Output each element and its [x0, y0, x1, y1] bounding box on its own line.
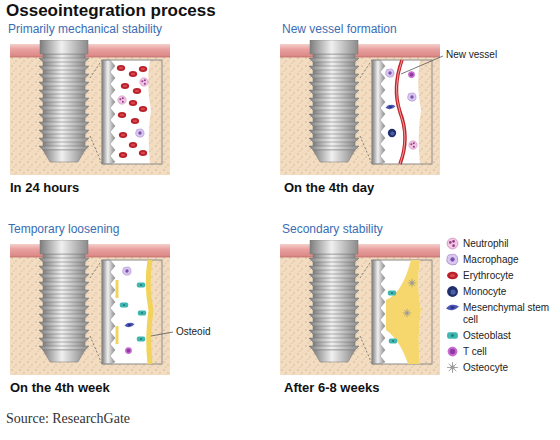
legend-row: T cell — [446, 346, 558, 358]
legend-icon — [446, 253, 459, 266]
stage-heading: Temporary loosening — [8, 222, 119, 236]
callout-label: Osteoid — [176, 326, 210, 338]
illustration-panel: Temporary loosening On the 4th week — [6, 222, 166, 398]
legend-row: Osteoblast — [446, 330, 558, 342]
time-caption: In 24 hours — [10, 180, 79, 196]
legend-row: Neutrophil — [446, 238, 558, 250]
callout-label: New vessel — [446, 49, 497, 61]
source-caption: Source: ResearchGate — [6, 411, 130, 427]
legend-text: Erythrocyte — [463, 270, 558, 282]
time-caption: On the 4th week — [10, 380, 110, 396]
legend: NeutrophilMacrophageErythrocyteMonocyteM… — [446, 238, 558, 378]
legend-row: Erythrocyte — [446, 270, 558, 282]
legend-text: Osteocyte — [463, 362, 558, 374]
legend-row: Osteocyte — [446, 362, 558, 374]
legend-text: Macrophage — [463, 254, 558, 266]
illustration-panel: Primarily mechanical stability In 24 hour… — [6, 22, 169, 198]
stage-heading: Secondary stability — [282, 222, 383, 236]
legend-icon — [446, 301, 459, 314]
legend-row: Monocyte — [446, 286, 558, 298]
legend-text: Monocyte — [463, 286, 558, 298]
legend-icon — [446, 269, 459, 282]
legend-text: T cell — [463, 346, 558, 358]
illustration-panel: New vessel formation On the 4th day — [280, 22, 440, 198]
legend-text: Osteoblast — [463, 330, 558, 342]
legend-text: Neutrophil — [463, 238, 558, 250]
legend-icon — [446, 237, 459, 250]
stage-heading: New vessel formation — [282, 22, 397, 36]
legend-row: Macrophage — [446, 254, 558, 266]
legend-text: Mesenchymal stem cell — [463, 302, 558, 326]
time-caption: On the 4th day — [284, 180, 374, 196]
legend-icon — [446, 361, 459, 374]
illustration-panel: Secondary stabilityAfter 6-8 weeks — [280, 222, 440, 398]
stage-heading: Primarily mechanical stability — [8, 22, 162, 36]
legend-icon — [446, 329, 459, 342]
time-caption: After 6-8 weeks — [284, 380, 379, 396]
legend-icon — [446, 345, 459, 358]
diagram-title: Osseointegration process — [6, 1, 216, 21]
legend-icon — [446, 285, 459, 298]
legend-row: Mesenchymal stem cell — [446, 302, 558, 326]
